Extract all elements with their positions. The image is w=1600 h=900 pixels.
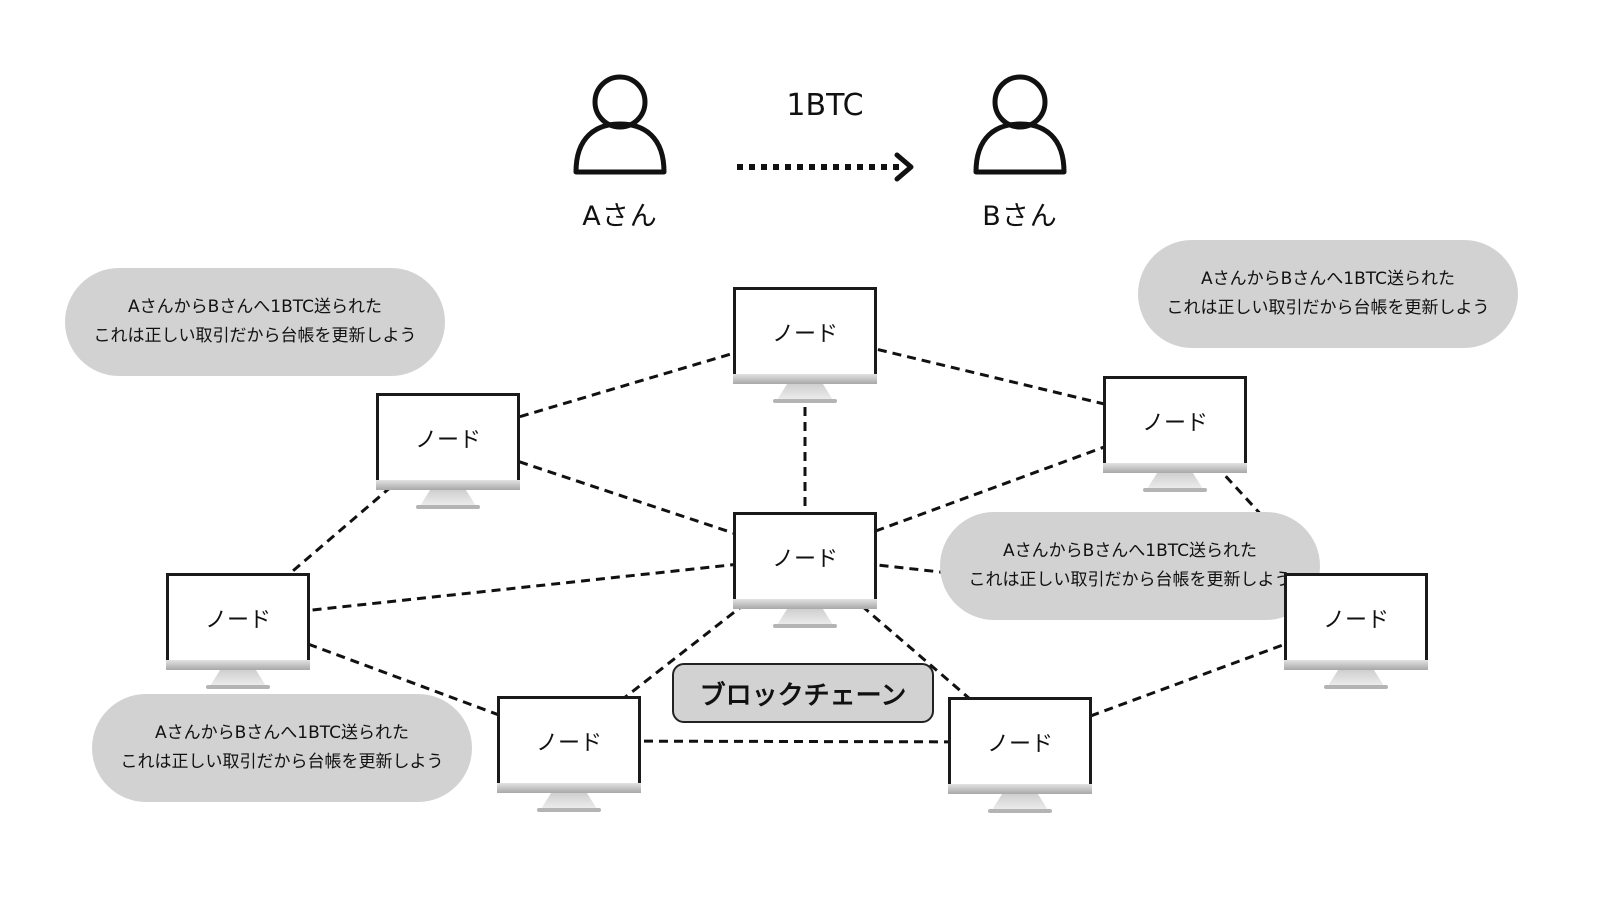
node-right: ノード [1284, 573, 1428, 691]
person-icon [573, 74, 667, 175]
monitor-icon: ノード [948, 697, 1092, 787]
receiver: Bさん [970, 72, 1070, 233]
bubble-line-2: これは正しい取引だから台帳を更新しよう [120, 752, 444, 772]
receiver-label: Bさん [982, 201, 1058, 232]
connection-line [568, 739, 1021, 744]
node-label: ノード [535, 731, 602, 756]
monitor-icon: ノード [376, 393, 520, 483]
node-label: ノード [1322, 608, 1389, 633]
bubble-line-1: AさんからBさんへ1BTC送られた [1200, 269, 1456, 289]
node-upper-left: ノード [376, 393, 520, 511]
monitor-icon: ノード [497, 696, 641, 786]
node-left: ノード [166, 573, 310, 691]
monitor-icon: ノード [733, 287, 877, 377]
node-bottom-left: ノード [497, 696, 641, 814]
bubble-line-2: これは正しい取引だから台帳を更新しよう [1166, 298, 1490, 318]
blockchain-label: ブロックチェーン [672, 663, 934, 723]
monitor-icon: ノード [1284, 573, 1428, 663]
node-label: ノード [771, 547, 838, 572]
speech-bubble: AさんからBさんへ1BTC送られた これは正しい取引だから台帳を更新しよう [940, 512, 1320, 620]
bubble-line-1: AさんからBさんへ1BTC送られた [154, 723, 410, 743]
node-label: ノード [1141, 411, 1208, 436]
bubble-line-1: AさんからBさんへ1BTC送られた [127, 297, 383, 317]
sender-label: Aさん [582, 201, 658, 232]
node-top: ノード [733, 287, 877, 405]
speech-bubble: AさんからBさんへ1BTC送られた これは正しい取引だから台帳を更新しよう [92, 694, 472, 802]
speech-bubble: AさんからBさんへ1BTC送られた これは正しい取引だから台帳を更新しよう [1138, 240, 1518, 348]
node-label: ノード [986, 732, 1053, 757]
bubble-line-1: AさんからBさんへ1BTC送られた [1002, 541, 1258, 561]
person-icon [973, 74, 1067, 175]
dotted-arrow-icon [737, 152, 914, 182]
node-bottom-right: ノード [948, 697, 1092, 815]
monitor-icon: ノード [1103, 376, 1247, 466]
bubble-line-2: これは正しい取引だから台帳を更新しよう [93, 326, 417, 346]
connection-line [237, 555, 806, 620]
monitor-icon: ノード [733, 512, 877, 602]
speech-bubble: AさんからBさんへ1BTC送られた これは正しい取引だから台帳を更新しよう [65, 268, 445, 376]
node-center: ノード [733, 512, 877, 630]
node-label: ノード [771, 322, 838, 347]
bubble-line-2: これは正しい取引だから台帳を更新しよう [968, 570, 1292, 590]
monitor-icon: ノード [166, 573, 310, 663]
sender: Aさん [570, 72, 670, 233]
amount-label: 1BTC [786, 88, 864, 123]
node-label: ノード [414, 428, 481, 453]
node-upper-right: ノード [1103, 376, 1247, 494]
node-label: ノード [204, 608, 271, 633]
